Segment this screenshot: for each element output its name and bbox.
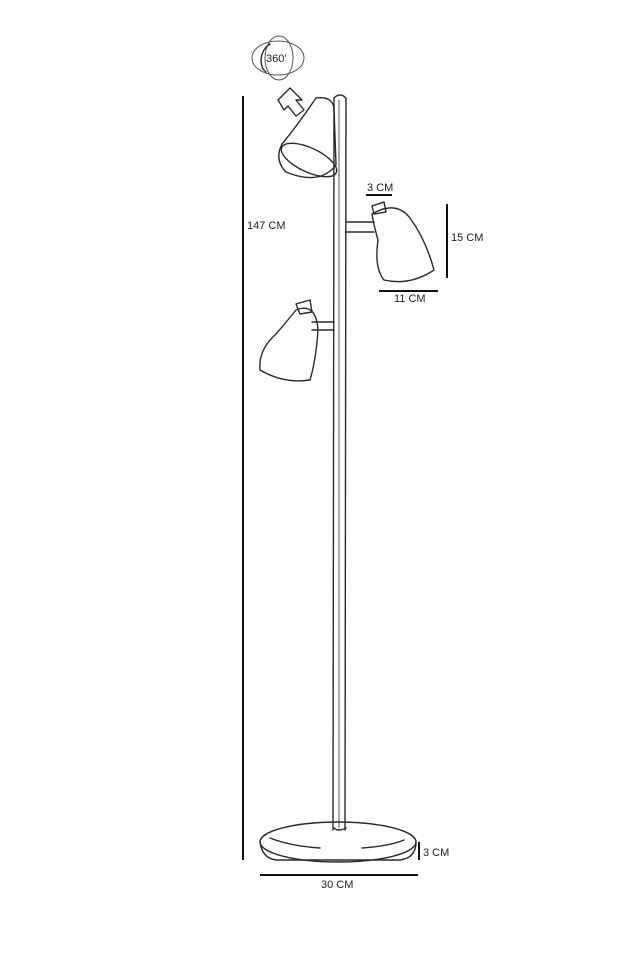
lamp-shade-top — [278, 97, 338, 179]
lamp-shade-right — [345, 201, 435, 283]
rotation-arrow-icon — [260, 43, 271, 73]
shade-height-label: 15 CM — [451, 232, 483, 244]
rotation-ellipse-outer — [251, 40, 305, 76]
lamp-base — [259, 821, 417, 863]
total-height-label: 147 CM — [247, 220, 286, 232]
tilt-arrow-icon — [277, 87, 305, 117]
arm-length-label: 3 CM — [367, 182, 393, 194]
base-diameter-label: 30 CM — [321, 879, 353, 891]
lamp-pole — [332, 94, 347, 831]
rotation-badge: 360' — [251, 35, 305, 81]
shade-width-label: 11 CM — [394, 293, 426, 305]
lamp-shade-left — [259, 299, 335, 382]
rotation-label: 360' — [266, 53, 286, 65]
base-height-label: 3 CM — [423, 847, 449, 859]
rotation-ellipse-inner — [264, 35, 294, 81]
